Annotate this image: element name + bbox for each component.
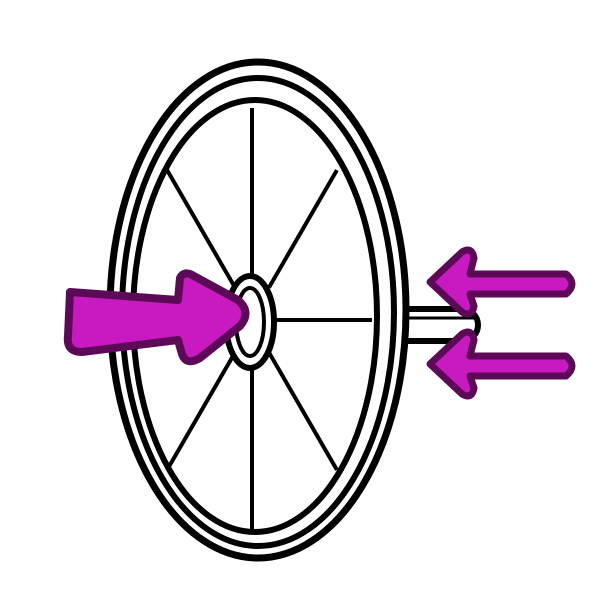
big-push-arrow-icon [63, 269, 250, 366]
spoke-6 [165, 351, 237, 471]
spoke-8 [165, 169, 237, 289]
small-arrow-bottom-icon [426, 328, 576, 400]
small-arrow-top-icon [426, 246, 576, 318]
spoke-4 [267, 351, 339, 471]
wheel-spokes [132, 108, 372, 532]
spoke-2 [267, 169, 339, 289]
